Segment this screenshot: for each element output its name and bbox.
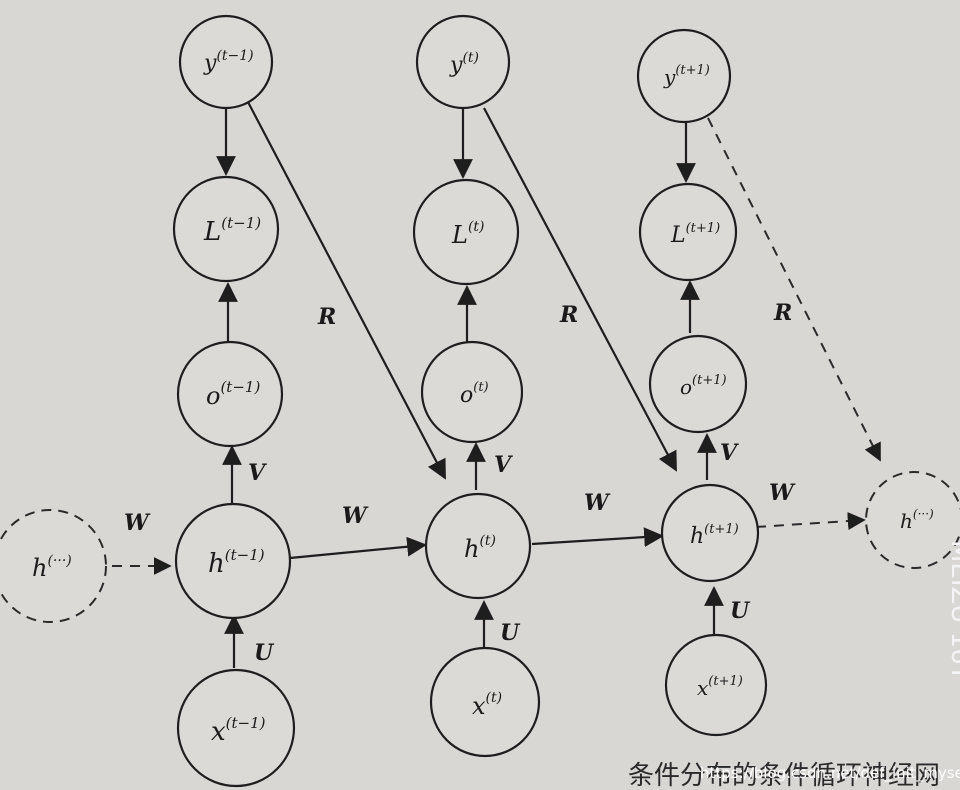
node-y-t: y(t) <box>415 14 511 110</box>
weight-W-right: W <box>769 480 796 506</box>
node-h-right: h(···) <box>865 471 960 569</box>
node-x-t: x(t) <box>429 646 541 758</box>
node-y-tm1: y(t−1) <box>178 14 274 110</box>
weight-R-3: R <box>773 300 792 326</box>
svg-text:L(t): L(t) <box>451 219 485 249</box>
weight-V-t: V <box>494 452 513 478</box>
svg-text:y(t+1): y(t+1) <box>663 63 710 89</box>
edge-h-tm1-to-h-t <box>289 536 427 560</box>
svg-text:h(···): h(···) <box>900 507 934 533</box>
edge-h-t-to-h-tp1 <box>531 527 664 547</box>
svg-text:y(t−1): y(t−1) <box>203 48 254 76</box>
node-o-t: o(t) <box>420 340 524 444</box>
edge-h-tp1-to-h-right <box>755 512 866 531</box>
svg-text:h(t−1): h(t−1) <box>208 546 265 579</box>
node-o-tp1: o(t+1) <box>648 334 748 434</box>
svg-text:L(t+1): L(t+1) <box>670 221 720 248</box>
node-h-tm1: h(t−1) <box>174 502 292 620</box>
node-x-tm1: x(t−1) <box>176 668 296 788</box>
svg-text:x(t−1): x(t−1) <box>211 714 266 747</box>
weight-V-tm1: V <box>248 460 267 486</box>
node-y-tp1: y(t+1) <box>636 28 732 124</box>
edge-y-tp1-to-h-right <box>707 117 881 462</box>
bottom-caption: 条件分布的条件循环神经网 <box>628 761 940 790</box>
weight-U-t: U <box>500 620 521 646</box>
weight-R-1: R <box>317 304 336 330</box>
svg-text:o(t+1): o(t+1) <box>680 373 727 399</box>
svg-text:h(t): h(t) <box>464 533 496 563</box>
watermark: https://blog.csdn.net/def_init_myself <box>700 764 960 783</box>
svg-text:L(t−1): L(t−1) <box>203 214 261 247</box>
weight-V-tp1: V <box>720 440 739 466</box>
svg-text:x(t): x(t) <box>472 690 502 720</box>
svg-text:y(t): y(t) <box>449 50 479 78</box>
node-x-tp1: x(t+1) <box>664 633 768 737</box>
weight-R-2: R <box>559 302 578 328</box>
side-mark: MEIZU 16T <box>945 540 960 681</box>
svg-text:o(t): o(t) <box>460 380 489 408</box>
svg-text:h(t+1): h(t+1) <box>690 522 739 549</box>
node-h-left: h(···) <box>0 509 107 623</box>
weight-U-tm1: U <box>254 640 275 666</box>
node-h-tp1: h(t+1) <box>660 483 760 583</box>
svg-text:h(···): h(···) <box>32 553 72 582</box>
svg-text:x(t+1): x(t+1) <box>697 674 743 700</box>
weight-W-2: W <box>584 490 611 516</box>
weight-W-1: W <box>342 503 369 529</box>
node-L-tm1: L(t−1) <box>172 175 280 283</box>
edge-y-tm1-to-h-t <box>247 101 446 480</box>
node-L-t: L(t) <box>412 178 520 286</box>
node-o-tm1: o(t−1) <box>176 340 284 448</box>
edge-y-t-to-h-tp1 <box>483 107 677 472</box>
weight-U-tp1: U <box>730 598 751 624</box>
node-L-tp1: L(t+1) <box>638 182 738 282</box>
node-h-t: h(t) <box>424 492 532 600</box>
weight-W-left: W <box>124 510 151 536</box>
svg-text:o(t−1): o(t−1) <box>206 378 260 410</box>
